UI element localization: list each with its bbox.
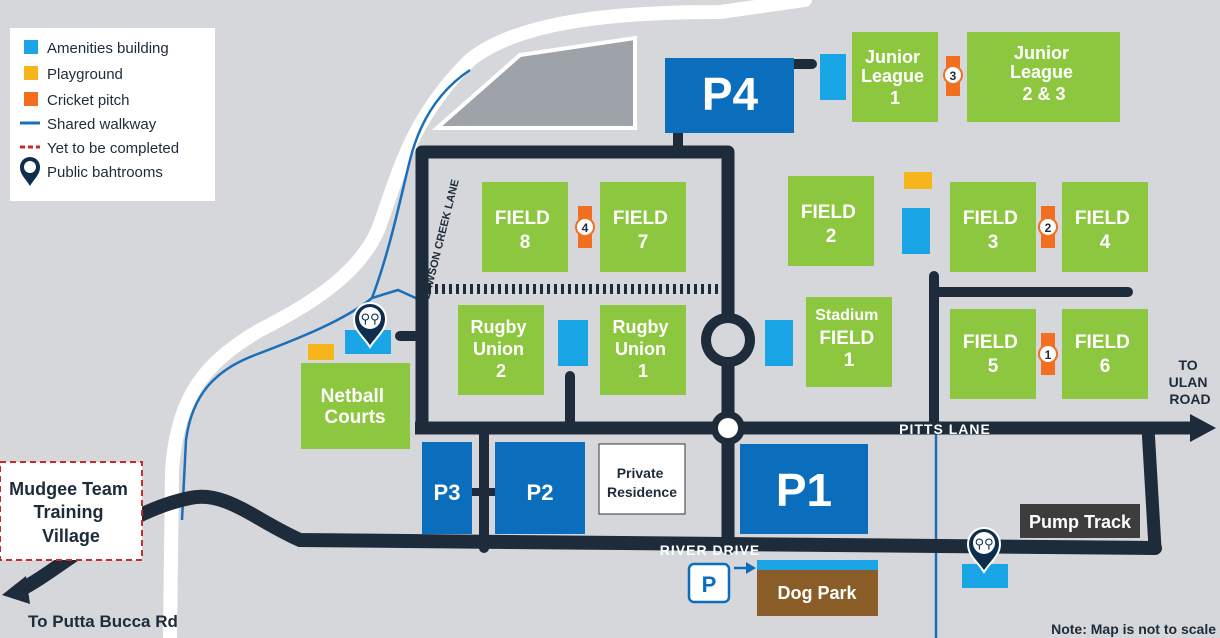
label-private-residence: Private Residence	[607, 465, 677, 500]
cricket-pitch-4-badge	[575, 217, 595, 237]
field-stadium-1[interactable]	[806, 297, 892, 387]
label-parking-small: P	[702, 572, 717, 597]
river-drive-arrow	[2, 576, 30, 604]
label-field-7: FIELD 7	[613, 208, 673, 253]
amenity-stadium[interactable]	[765, 320, 793, 366]
roundabout-north-island	[711, 323, 745, 357]
label-parking-p1: P1	[776, 464, 832, 516]
shared-walkway-north	[370, 68, 471, 299]
legend-bathroom-pin-icon	[20, 157, 40, 186]
dog-park[interactable]	[757, 570, 878, 616]
bathroom-pin-netball[interactable]: ⚲⚲	[352, 302, 388, 349]
playground-north[interactable]	[904, 172, 932, 189]
label-river-drive-bg: RIVER DRIVE	[660, 542, 760, 558]
label-pump-track: Pump Track	[1029, 512, 1132, 532]
bathroom-pin-inner	[973, 532, 995, 554]
label-parking-p2: P2	[527, 480, 554, 505]
bathroom-pin-river[interactable]: ⚲⚲	[966, 527, 1002, 574]
fields	[301, 32, 1148, 449]
legend-amenities-label: Amenities building	[47, 40, 169, 57]
map-scale-note: Note: Map is not to scale	[1051, 621, 1216, 637]
label-parking-p4: P4	[702, 68, 759, 120]
training-village[interactable]	[0, 461, 143, 561]
field-5[interactable]	[950, 309, 1036, 399]
label-training-village: Mudgee Team Training Village	[9, 479, 133, 546]
field-junior-1[interactable]	[852, 32, 938, 122]
pitts-lane-arrow	[1190, 414, 1216, 442]
field-rugby-1[interactable]	[600, 305, 686, 395]
restroom-icon: ⚲⚲	[360, 312, 379, 327]
ring-road	[415, 145, 735, 435]
field-junior-2-3[interactable]	[967, 32, 1120, 122]
restroom-icon: ⚲⚲	[974, 537, 993, 552]
private-residence[interactable]	[598, 443, 686, 515]
label-rugby-2: Rugby Union 2	[470, 317, 531, 381]
label-field-3: FIELD 3	[963, 208, 1023, 253]
label-field-5: FIELD 5	[963, 332, 1023, 377]
roundabout-south-island	[718, 418, 738, 438]
label-pitts-lane: PITTS LANE	[899, 421, 991, 437]
legend-box	[10, 28, 215, 201]
label-to-ulan-road: TO ULAN ROAD	[1169, 357, 1212, 407]
parking-p1[interactable]	[740, 444, 868, 534]
label-to-putta-bucca: To Putta Bucca Rd	[28, 612, 178, 631]
field-8[interactable]	[482, 182, 568, 272]
pump-track[interactable]	[1020, 504, 1140, 538]
label-dog-park: Dog Park	[777, 583, 857, 603]
cricket-badge-2-text: 2	[1045, 221, 1052, 235]
amenity-junior[interactable]	[820, 54, 846, 100]
parking-p2[interactable]	[495, 442, 585, 534]
label-field-6: FIELD 6	[1075, 332, 1135, 377]
field-3[interactable]	[950, 182, 1036, 272]
road-east-connector	[1141, 421, 1162, 555]
label-netball: Netball Courts	[321, 386, 390, 428]
dog-park-strip	[757, 560, 878, 570]
grey-area	[431, 35, 637, 130]
legend-cricket-swatch	[24, 92, 38, 106]
bathroom-pin-inner	[359, 307, 381, 329]
cricket-pitch-3-badge	[943, 65, 963, 85]
label-rugby-1: Rugby Union 1	[612, 317, 673, 381]
legend: Amenities building Playground Cricket pi…	[10, 28, 215, 201]
label-stadium-1: Stadium FIELD 1	[815, 307, 883, 371]
legend-walkway-label: Shared walkway	[47, 116, 157, 133]
cricket-pitches	[575, 56, 1058, 375]
parking-areas	[422, 58, 868, 604]
parking-small[interactable]	[687, 562, 731, 604]
netball-courts[interactable]	[301, 363, 410, 449]
legend-bathroom-label: Public bahtrooms	[47, 164, 163, 181]
playground-netball[interactable]	[308, 344, 334, 360]
shared-walkway-west	[180, 288, 421, 521]
cricket-badge-4-text: 4	[582, 221, 589, 235]
cricket-pitch-1-badge	[1038, 344, 1058, 364]
legend-amenities-swatch	[24, 40, 38, 54]
field-7[interactable]	[600, 182, 686, 272]
legend-incomplete-label: Yet to be completed	[47, 140, 179, 157]
field-4[interactable]	[1062, 182, 1148, 272]
cricket-badge-3-text: 3	[950, 69, 957, 83]
parking-small-arrow-head	[746, 562, 756, 574]
cricket-pitch-2-badge	[1038, 217, 1058, 237]
label-junior-2-3: Junior League 2 & 3	[1010, 43, 1078, 104]
parking-p3[interactable]	[422, 442, 472, 534]
amenity-rugby[interactable]	[558, 320, 588, 366]
label-stadium-way: STADIUM WAY	[722, 191, 734, 268]
field-6[interactable]	[1062, 309, 1148, 399]
label-parking-p3: P3	[434, 480, 461, 505]
label-field-8: FIELD 8	[495, 208, 555, 253]
amenity-field2[interactable]	[902, 208, 930, 254]
field-rugby-2[interactable]	[458, 305, 544, 395]
label-field-2: FIELD 2	[801, 202, 861, 247]
label-field-4: FIELD 4	[1075, 208, 1135, 253]
creek-band	[163, 0, 812, 638]
legend-playground-swatch	[24, 66, 38, 80]
label-junior-1: Junior League 1	[861, 47, 929, 108]
legend-playground-label: Playground	[47, 66, 123, 83]
parking-p4[interactable]	[665, 58, 794, 133]
field-2[interactable]	[788, 176, 874, 266]
legend-cricket-label: Cricket pitch	[47, 92, 130, 109]
river-drive-road	[13, 489, 1162, 597]
cricket-badge-1-text: 1	[1045, 348, 1052, 362]
